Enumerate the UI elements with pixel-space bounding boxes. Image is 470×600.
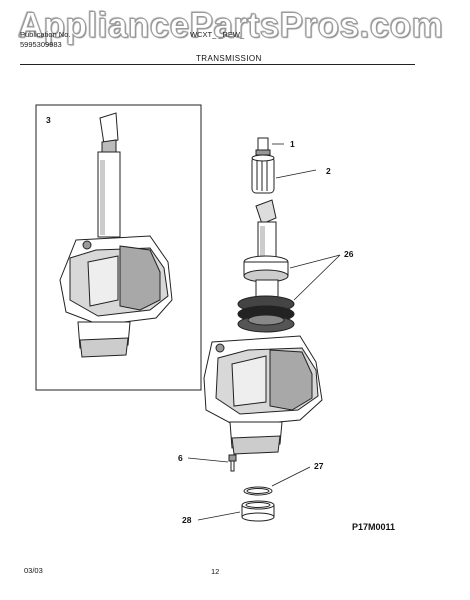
footer-page-number: 12 — [211, 567, 220, 576]
callout-26: 26 — [344, 249, 354, 259]
callout-6: 6 — [178, 453, 183, 463]
part-6-screw — [228, 454, 237, 472]
callout-leaders — [187, 143, 341, 521]
callout-1: 1 — [290, 139, 295, 149]
diagram-code: P17M0011 — [352, 522, 396, 532]
inset-frame — [35, 104, 202, 391]
publication-number: 5995309983 — [20, 40, 62, 49]
callout-27: 27 — [314, 461, 324, 471]
part-28-bushing — [241, 500, 275, 522]
callout-28: 28 — [182, 515, 192, 525]
main-transmission — [203, 199, 323, 455]
callout-2: 2 — [326, 166, 331, 176]
watermark-logo: AppliancePartsPros.com — [17, 6, 444, 46]
part-1-cap — [255, 137, 271, 156]
part-27-ring — [243, 486, 273, 496]
callout-3: 3 — [46, 115, 51, 125]
model-number: WCXT_ _REW_ — [190, 30, 245, 39]
header-rule — [20, 64, 415, 65]
footer-date: 03/03 — [24, 566, 43, 575]
inset-transmission — [59, 112, 173, 358]
part-2-coupler — [251, 154, 275, 194]
publication-label: Publication No. — [20, 30, 71, 39]
section-title: TRANSMISSION — [196, 54, 262, 63]
